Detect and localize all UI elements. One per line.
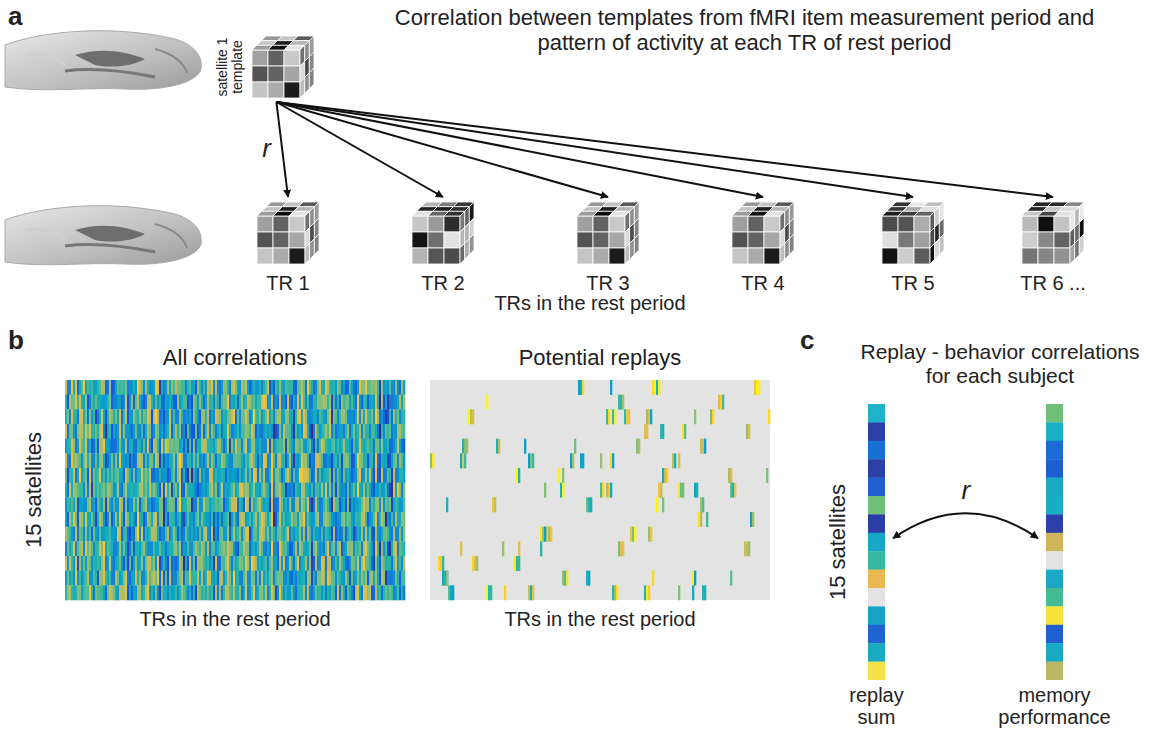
column-label: memory performance xyxy=(992,684,1117,728)
label: Correlation between templates from fMRI … xyxy=(382,6,1107,55)
panel-letter: a xyxy=(8,2,38,31)
cube-shape xyxy=(250,34,316,100)
panel-letter: b xyxy=(8,326,38,355)
arrow-connector xyxy=(276,102,913,197)
arrow-connector xyxy=(893,513,1038,538)
voxel-cube: TR 4 xyxy=(730,200,796,266)
column-label: replay sum xyxy=(837,684,917,728)
label: TRs in the rest period xyxy=(440,292,740,314)
arrow-connector xyxy=(276,102,1053,197)
column-cells xyxy=(868,404,885,680)
cube-shape xyxy=(410,200,476,266)
tr-label: TR 1 xyxy=(266,272,309,294)
label: TRs in the rest period xyxy=(430,608,770,630)
arrow-connector xyxy=(276,102,763,197)
arrow-connector xyxy=(276,102,443,197)
arrow-connector xyxy=(276,102,608,197)
tr-label: TR 2 xyxy=(421,272,464,294)
tr-label: TR 6 ... xyxy=(1020,272,1086,294)
template-label: satellite 1 template xyxy=(215,25,246,109)
correlation-heatmap xyxy=(65,380,405,600)
arrow-connector xyxy=(276,102,288,197)
label: Potential replays xyxy=(430,346,770,371)
voxel-cube: TR 5 xyxy=(880,200,946,266)
cube-shape xyxy=(730,200,796,266)
voxel-cube: TR 1 xyxy=(255,200,321,266)
label: Replay - behavior correlations for each … xyxy=(852,340,1148,387)
brain-slice xyxy=(5,31,201,90)
label: All correlations xyxy=(65,346,405,371)
value-column: replay sum xyxy=(868,404,885,680)
replay-heatmap xyxy=(430,380,770,600)
brain-slice xyxy=(5,206,201,265)
cube-shape xyxy=(1020,200,1086,266)
voxel-cube: TR 6 ... xyxy=(1020,200,1086,266)
voxel-cube: TR 2 xyxy=(410,200,476,266)
voxel-cube: satellite 1 template xyxy=(250,34,316,100)
tr-label: TR 3 xyxy=(586,272,629,294)
panel-letter: c xyxy=(800,326,830,355)
edge-label: r xyxy=(260,134,273,163)
cube-shape xyxy=(575,200,641,266)
label: TRs in the rest period xyxy=(65,608,405,630)
cube-shape xyxy=(255,200,321,266)
cube-shape xyxy=(880,200,946,266)
edge-label: r xyxy=(960,476,973,505)
tr-label: TR 5 xyxy=(891,272,934,294)
axis-label: 15 satellites xyxy=(826,484,851,600)
axis-label: 15 satellites xyxy=(22,432,47,548)
tr-label: TR 4 xyxy=(741,272,784,294)
voxel-cube: TR 3 xyxy=(575,200,641,266)
column-cells xyxy=(1046,404,1063,680)
value-column: memory performance xyxy=(1046,404,1063,680)
